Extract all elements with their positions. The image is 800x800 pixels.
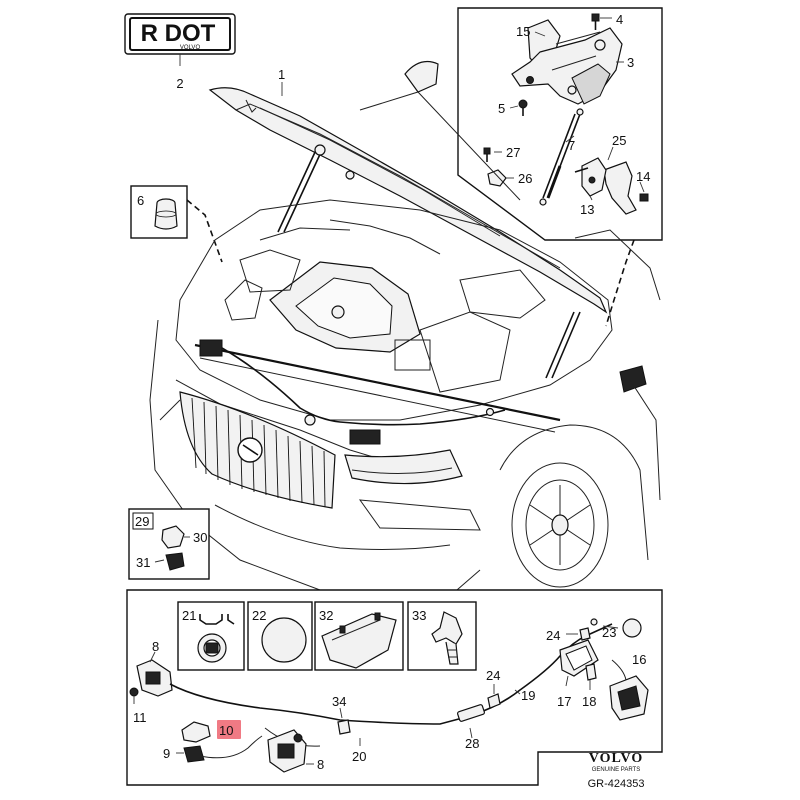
label-21: 21 bbox=[182, 608, 196, 623]
label-3: 3 bbox=[627, 55, 634, 70]
label-10: 10 bbox=[219, 723, 233, 738]
label-2: 2 bbox=[176, 76, 183, 91]
label-24b: 24 bbox=[546, 628, 560, 643]
badge-subtext: VOLVO bbox=[180, 45, 201, 51]
brand-name: VOLVO bbox=[589, 751, 644, 766]
label-15: 15 bbox=[516, 24, 530, 39]
label-4: 4 bbox=[616, 12, 623, 27]
label-5: 5 bbox=[498, 101, 505, 116]
label-23: 23 bbox=[602, 625, 616, 640]
part-6-box: 6 bbox=[130, 185, 223, 263]
label-8b: 8 bbox=[317, 757, 324, 772]
hinge-detail-box: 15 4 3 5 7 25 27 26 13 14 bbox=[457, 7, 663, 327]
badge-part-2: R DOT VOLVO 2 bbox=[124, 13, 236, 91]
label-27: 27 bbox=[506, 145, 520, 160]
label-26: 26 bbox=[518, 171, 532, 186]
label-32: 32 bbox=[319, 608, 333, 623]
label-1: 1 bbox=[278, 67, 285, 82]
label-25: 25 bbox=[612, 133, 626, 148]
label-17: 17 bbox=[557, 694, 571, 709]
label-22: 22 bbox=[252, 608, 266, 623]
label-9: 9 bbox=[163, 746, 170, 761]
cable-detail-box: 21 22 32 33 8 11 bbox=[126, 589, 663, 786]
label-6: 6 bbox=[137, 193, 144, 208]
label-30: 30 bbox=[193, 530, 207, 545]
label-16: 16 bbox=[632, 652, 646, 667]
label-19: 19 bbox=[521, 688, 535, 703]
label-11: 11 bbox=[133, 710, 147, 725]
label-18: 18 bbox=[582, 694, 596, 709]
label-28: 28 bbox=[465, 736, 479, 751]
label-24a: 24 bbox=[486, 668, 500, 683]
label-7: 7 bbox=[568, 138, 575, 153]
label-29: 29 bbox=[135, 514, 149, 529]
car-illustration: 1 bbox=[149, 61, 661, 601]
badge-text: R DOT bbox=[141, 20, 216, 47]
diagram-reference: GR-424353 bbox=[588, 778, 645, 790]
label-34: 34 bbox=[332, 694, 346, 709]
part-29-box: 29 30 31 bbox=[128, 508, 210, 580]
label-13: 13 bbox=[580, 202, 594, 217]
label-33: 33 bbox=[412, 608, 426, 623]
brand-footer: VOLVO GENUINE PARTS GR-424353 bbox=[588, 751, 645, 790]
label-8a: 8 bbox=[152, 639, 159, 654]
label-31: 31 bbox=[136, 555, 150, 570]
label-20: 20 bbox=[352, 749, 366, 764]
brand-tagline: GENUINE PARTS bbox=[592, 767, 640, 773]
highlight-part-10 bbox=[217, 720, 241, 739]
label-14: 14 bbox=[636, 169, 650, 184]
